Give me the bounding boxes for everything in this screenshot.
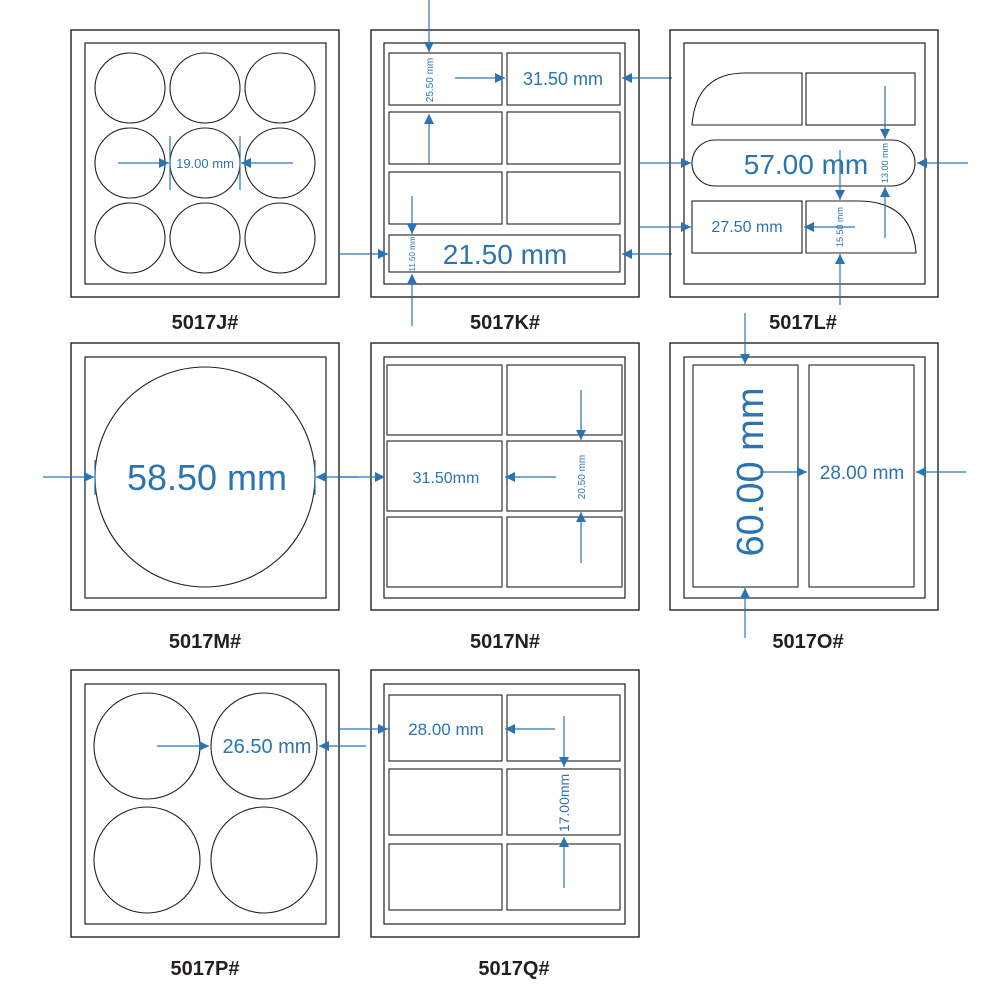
sheet-label: 5017M#	[169, 631, 241, 653]
oval-label	[691, 139, 916, 187]
sheet-inner-frame	[683, 356, 926, 599]
rect-label	[386, 440, 503, 512]
dimension-width: 31.50 mm	[523, 69, 603, 89]
dimension-width: 28.00 mm	[820, 463, 904, 484]
sheet-label: 5017K#	[470, 312, 540, 334]
rect-label	[388, 843, 503, 911]
dimension-height: 25.50 mm	[425, 58, 436, 102]
dimension-rect-width: 27.50 mm	[711, 219, 782, 236]
sheet-5017p: 26.50 mm 5017P#	[70, 669, 366, 980]
rect-label	[388, 694, 503, 762]
bar-label	[388, 234, 621, 273]
sheet-label: 5017L#	[769, 312, 837, 334]
rect-label	[388, 768, 503, 836]
sheet-inner-frame	[84, 42, 327, 285]
sheet-label: 5017N#	[470, 631, 540, 653]
dimension-bar-width: 21.50 mm	[443, 239, 568, 270]
round-label	[94, 52, 166, 124]
sheet-label: 5017Q#	[478, 958, 549, 980]
dimension-oval-height: 13.00 mm	[880, 143, 890, 183]
sheet-outer-frame	[370, 669, 640, 938]
rect-label	[506, 52, 621, 106]
rect-label	[386, 516, 503, 588]
sheet-5017m: 58.50 mm 5017M#	[43, 342, 358, 653]
rect-label	[388, 52, 503, 106]
dimension-rect-height: 15.50 mm	[835, 207, 845, 247]
tall-label	[808, 364, 915, 588]
sheet-outer-frame	[669, 342, 939, 611]
sheet-5017q: 28.00 mm 17.00mm 5017Q#	[338, 669, 640, 980]
shaped-label	[805, 200, 917, 254]
rect-label	[386, 364, 503, 436]
rect-label	[805, 72, 916, 126]
dimension-width: 31.50mm	[413, 470, 480, 487]
rect-label	[691, 200, 803, 254]
sheet-inner-frame	[383, 683, 626, 925]
sheet-inner-frame	[84, 683, 327, 925]
round-label	[94, 202, 166, 274]
sheet-label: 5017P#	[171, 958, 240, 980]
round-label	[244, 202, 316, 274]
sheet-outer-frame	[70, 29, 340, 298]
rect-label	[506, 768, 621, 836]
dimension-width: 28.00 mm	[408, 720, 484, 739]
dimension-height: 17.00mm	[556, 774, 572, 832]
round-labels	[94, 52, 316, 274]
sheet-5017l: 57.00 mm 13.00 mm 27.50 mm 15.50 mm 5017…	[640, 29, 968, 334]
rect-label	[506, 171, 621, 225]
dimension-diameter: 26.50 mm	[223, 736, 312, 758]
sheet-outer-frame	[370, 29, 640, 298]
sheet-label: 5017O#	[772, 631, 843, 653]
dimension-diameter: 58.50 mm	[127, 457, 287, 498]
round-label	[169, 52, 241, 124]
round-label	[244, 52, 316, 124]
dimension-width: 19.00 mm	[176, 156, 234, 171]
dimension-bar-height: 11.50 mm	[408, 236, 417, 271]
sheet-5017n: 31.50mm 20.50 mm 5017N#	[340, 342, 640, 653]
round-label	[210, 806, 318, 914]
rect-label	[506, 364, 623, 436]
rect-label	[388, 171, 503, 225]
sheet-5017k: 25.50 mm 31.50 mm 21.50 mm 11.50 mm 5017…	[338, 0, 672, 334]
shaped-label	[691, 72, 803, 126]
sheet-inner-frame	[383, 42, 626, 285]
rect-label	[506, 111, 621, 165]
round-label	[210, 692, 318, 800]
dimension-oval-width: 57.00 mm	[744, 149, 869, 180]
round-label	[169, 202, 241, 274]
sheet-5017o: 60.00 mm 28.00 mm 5017O#	[669, 313, 966, 653]
sheet-label: 5017J#	[172, 312, 239, 334]
sheet-5017j: 19.00 mm 5017J#	[70, 29, 340, 334]
rect-label	[506, 516, 623, 588]
dimension-height: 20.50 mm	[577, 455, 588, 499]
sheet-outer-frame	[70, 669, 340, 938]
round-label	[93, 806, 201, 914]
rect-label	[388, 111, 503, 165]
rect-label	[506, 440, 623, 512]
